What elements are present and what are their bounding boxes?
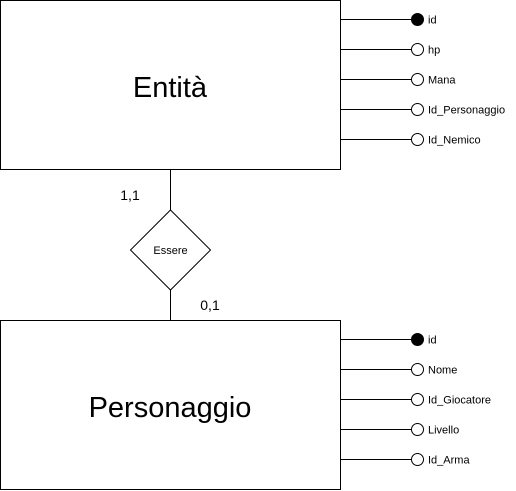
- attribute-icon: [411, 453, 424, 466]
- attribute-icon: [411, 133, 424, 146]
- entita-attribute-id-nemico-label: Id_Nemico: [428, 135, 481, 147]
- entity-entita[interactable]: Entità: [0, 0, 341, 170]
- personaggio-attribute-id-arma[interactable]: Id_Arma: [341, 453, 470, 467]
- entita-attribute-id-personaggio-label: Id_Personaggio: [428, 105, 505, 117]
- personaggio-attribute-id-giocatore-label: Id_Giocatore: [428, 395, 491, 407]
- cardinality-entita: 1,1: [120, 187, 140, 203]
- entita-attribute-hp-label: hp: [428, 45, 440, 57]
- personaggio-attribute-livello[interactable]: Livello: [341, 423, 459, 437]
- entita-attribute-id[interactable]: id: [341, 13, 437, 27]
- entity-entita-name: Entità: [133, 72, 208, 104]
- personaggio-attribute-id[interactable]: id: [341, 333, 437, 347]
- key-attribute-icon: [411, 13, 424, 26]
- cardinality-personaggio: 0,1: [200, 297, 220, 313]
- entita-attribute-hp[interactable]: hp: [341, 43, 440, 57]
- attribute-icon: [411, 363, 424, 376]
- entita-attribute-mana-label: Mana: [428, 75, 456, 87]
- attribute-icon: [411, 43, 424, 56]
- personaggio-attribute-id-giocatore[interactable]: Id_Giocatore: [341, 393, 491, 407]
- key-attribute-icon: [411, 333, 424, 346]
- relationship-essere-name: Essere: [153, 245, 187, 257]
- entity-personaggio-name: Personaggio: [89, 392, 252, 424]
- entita-attribute-id-label: id: [428, 15, 437, 27]
- entity-entita-box: [0, 0, 341, 170]
- attribute-icon: [411, 393, 424, 406]
- personaggio-attribute-id-arma-label: Id_Arma: [428, 455, 470, 467]
- entita-attribute-id-personaggio[interactable]: Id_Personaggio: [341, 103, 505, 117]
- personaggio-attribute-nome-label: Nome: [428, 365, 457, 377]
- entity-personaggio-box: [0, 320, 341, 490]
- personaggio-attribute-id-label: id: [428, 335, 437, 347]
- attribute-icon: [411, 73, 424, 86]
- entity-personaggio[interactable]: Personaggio: [0, 320, 341, 490]
- entita-attribute-mana[interactable]: Mana: [341, 73, 456, 87]
- relationship-essere[interactable]: Essere: [129, 209, 212, 291]
- relationship-essere-diamond: [129, 209, 212, 291]
- entita-attribute-id-nemico[interactable]: Id_Nemico: [341, 133, 481, 147]
- personaggio-attribute-nome[interactable]: Nome: [341, 363, 457, 377]
- personaggio-attribute-livello-label: Livello: [428, 425, 459, 437]
- attribute-icon: [411, 103, 424, 116]
- attribute-icon: [411, 423, 424, 436]
